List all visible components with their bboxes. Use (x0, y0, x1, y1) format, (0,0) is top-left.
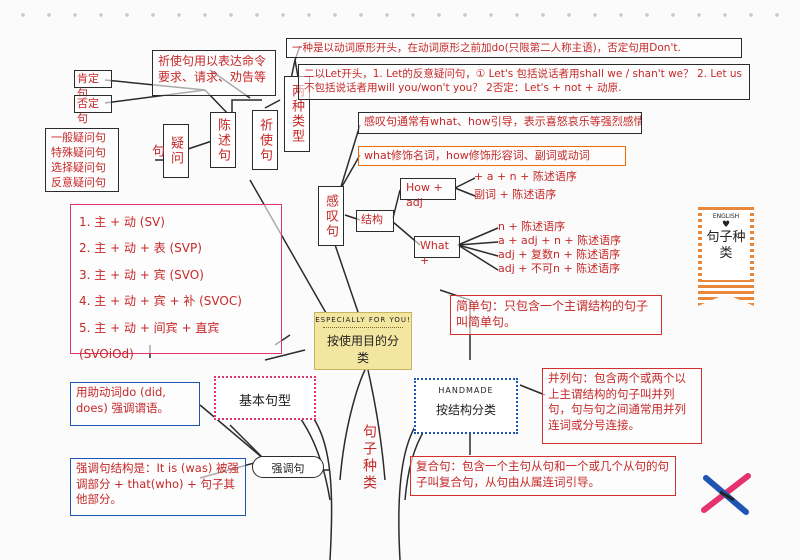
what-item: adj + 不可n + 陈述语序 (498, 262, 621, 275)
interrogative-item: 选择疑问句 (51, 160, 106, 174)
what-box: What + (414, 236, 460, 267)
imperative-label: 祈使句 (252, 110, 278, 170)
declarative-item: 肯定句 (74, 70, 112, 100)
imperative-type2-text: 二以Let开头，1. Let的反意疑问句，① Let's 包括说话者用shall… (304, 68, 743, 95)
basic-pattern: 1. 主 + 动 (SV) (79, 215, 165, 229)
interrogative-items-box: 一般疑问句 特殊疑问句 选择疑问句 反意疑问句 (45, 128, 119, 192)
what-item: a + adj + n + 陈述语序 (498, 234, 622, 247)
structure-label: 按结构分类 (435, 403, 496, 417)
heart-icon: ♥ (721, 220, 731, 230)
imperative-type1-text: 一种是以动词原形开头，在动词原形之前加do(只限第二人称主语)，否定句用Don'… (292, 42, 681, 54)
badge-title: 句子种类 (706, 230, 746, 262)
imperative-feature-box: 祈使句用以表达命令要求、请求、劝告等 (152, 50, 276, 96)
basic-pattern: 2. 主 + 动 + 表 (SVP) (79, 241, 202, 256)
brush-signature-mark (701, 473, 751, 515)
simple-sentence-box: 简单句：只包含一个主谓结构的句子叫简单句。 (450, 295, 662, 335)
basic-pattern: 3. 主 + 动 + 宾 (SVO) (79, 267, 204, 282)
declarative-item: 否定句 (74, 95, 112, 125)
emphasis-label: 强调句 (252, 456, 324, 478)
exclamatory-structure-label: 结构 (356, 210, 394, 232)
exclamatory-modify-box: what修饰名词，how修饰形容词、副词或动词 (358, 146, 626, 166)
interrogative-label: 疑问句 (149, 124, 189, 178)
use-label: 按使用目的分类 (323, 327, 403, 366)
how-item: + a + n + 陈述语序 (474, 170, 577, 183)
badge-caption: ENGLISH (712, 213, 740, 220)
basic-patterns-box: 1. 主 + 动 (SV) 2. 主 + 动 + 表 (SVP) 3. 主 + … (70, 204, 282, 361)
imperative-feature-text: 祈使句用以表达命令要求、请求、劝告等 (158, 54, 267, 85)
exclamatory-label: 感叹句 (318, 186, 344, 246)
emphasis-do-box: 用助动词do (did, does) 强调谓语。 (70, 382, 200, 426)
exclamatory-note-text: 感叹句通常有what、how引导，表示喜怒哀乐等强烈感情 (364, 115, 642, 128)
declarative-label: 陈述句 (210, 112, 236, 168)
use-category-tag: ESPECIALLY FOR YOU! 按使用目的分类 (314, 312, 412, 370)
what-item: n + 陈述语序 (498, 220, 566, 233)
basic-label: 基本句型 (214, 376, 316, 420)
interrogative-item: 一般疑问句 (51, 131, 106, 144)
structure-category-tag: HANDMADE 按结构分类 (414, 378, 518, 434)
emphasis-structure-text: 强调句结构是：It is (was) 被强调部分 + that(who) + 句… (76, 461, 239, 507)
center-title: 句子种类 (361, 424, 377, 492)
imperative-type2-box: 二以Let开头，1. Let的反意疑问句，① Let's 包括说话者用shall… (298, 64, 750, 100)
simple-sentence-text: 简单句：只包含一个主谓结构的句子叫简单句。 (456, 299, 649, 330)
structure-tag-caption: HANDMADE (438, 386, 494, 395)
exclamatory-modify-text: what修饰名词，how修饰形容词、副词或动词 (364, 149, 590, 162)
emphasis-structure-box: 强调句结构是：It is (was) 被强调部分 + that(who) + 句… (70, 458, 246, 516)
interrogative-item: 反意疑问句 (51, 175, 106, 189)
how-adj-box: How + adj (400, 178, 456, 209)
interrogative-item: 特殊疑问句 (51, 145, 106, 159)
imperative-type1-box: 一种是以动词原形开头，在动词原形之前加do(只限第二人称主语)，否定句用Don'… (286, 38, 742, 58)
compound-sentence-box: 并列句：包含两个或两个以上主谓结构的句子叫并列句，句与句之间通常用并列连词或分号… (542, 368, 702, 444)
use-tag-caption: ESPECIALLY FOR YOU! (315, 316, 411, 324)
complex-sentence-box: 复合句：包含一个主句从句和一个或几个从句的句子叫复合句，从句由从属连词引导。 (410, 456, 676, 496)
basic-pattern: 4. 主 + 动 + 宾 + 补 (SVOC) (79, 294, 242, 309)
basic-pattern: 5. 主 + 动 + 间宾 + 直宾 (SVOiOd) (79, 320, 220, 361)
how-item: 副词 + 陈述语序 (474, 188, 557, 201)
compound-sentence-text: 并列句：包含两个或两个以上主谓结构的句子叫并列句，句与句之间通常用并列连词或分号… (548, 371, 686, 432)
what-item: adj + 复数n + 陈述语序 (498, 248, 621, 261)
complex-sentence-text: 复合句：包含一个主句从句和一个或几个从句的句子叫复合句，从句由从属连词引导。 (416, 459, 669, 489)
exclamatory-note-box: 感叹句通常有what、how引导，表示喜怒哀乐等强烈感情 (358, 112, 642, 134)
emphasis-do-text: 用助动词do (did, does) 强调谓语。 (76, 385, 170, 415)
sentence-types-badge: ENGLISH ♥ 句子种类 (698, 206, 754, 306)
